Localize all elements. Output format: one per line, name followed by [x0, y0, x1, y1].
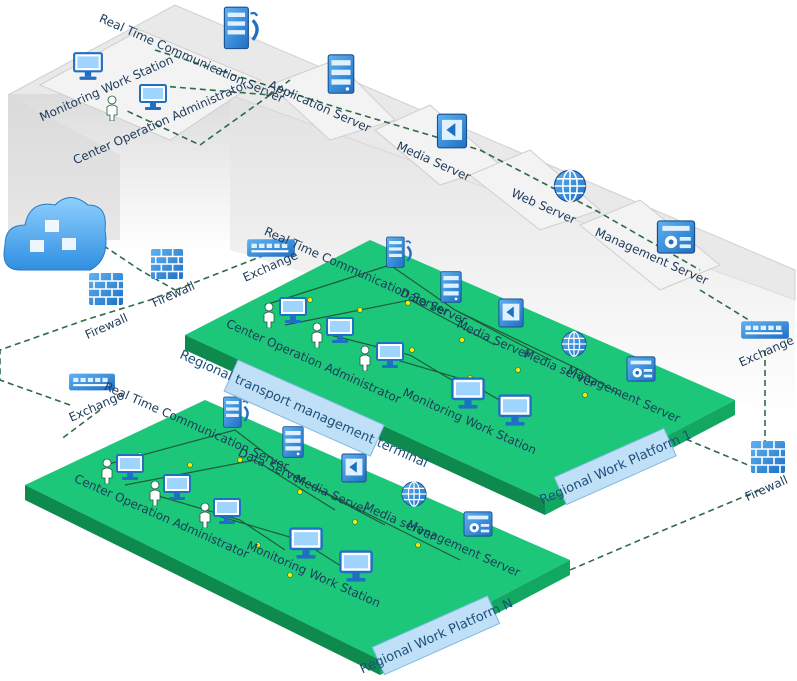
- globe-icon: [561, 331, 587, 357]
- gear-server-icon: [626, 356, 656, 382]
- firewall-right-label: Firewall: [743, 473, 790, 504]
- server-icon: [282, 426, 304, 458]
- globe-icon: [401, 481, 427, 507]
- svg-text:Firewall: Firewall: [83, 311, 130, 342]
- media-icon: [436, 113, 468, 149]
- firewall-icon: [88, 272, 124, 306]
- media-icon: [498, 298, 524, 328]
- globe-icon: [553, 169, 587, 203]
- svg-text:Firewall: Firewall: [743, 473, 790, 504]
- firewall-icon: [750, 440, 786, 474]
- server-icon: [327, 54, 355, 94]
- svg-text:Firewall: Firewall: [150, 279, 197, 310]
- server-icon: [440, 271, 462, 303]
- firewall-left-label: Firewall: [83, 311, 130, 342]
- hq-shelf: [7, 4, 796, 420]
- media-icon: [341, 453, 367, 483]
- gear-server-icon: [463, 511, 493, 537]
- cloud-icon: [3, 197, 107, 271]
- firewall-icon: [150, 248, 184, 280]
- firewall-mid-label: Firewall: [150, 279, 197, 310]
- gear-server-icon: [656, 220, 696, 254]
